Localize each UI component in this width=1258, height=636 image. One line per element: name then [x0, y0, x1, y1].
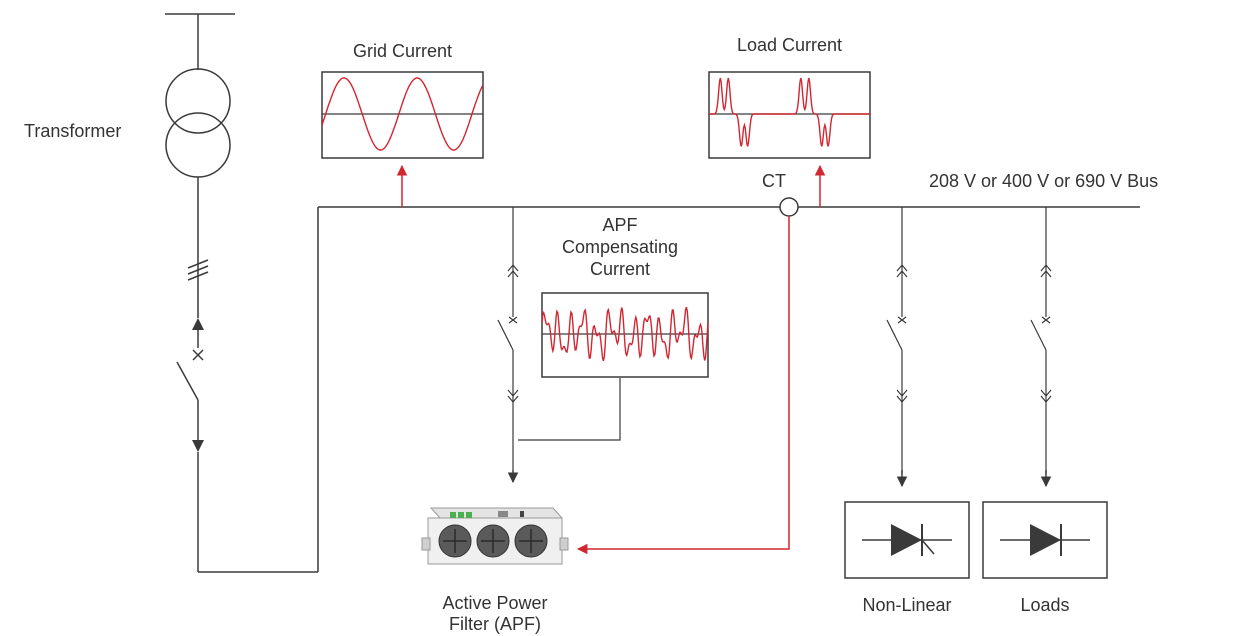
down-arrow-icon — [192, 440, 204, 452]
non-linear-feeder — [886, 207, 908, 474]
diode-icon — [1030, 524, 1061, 556]
thyristor-icon — [891, 524, 922, 556]
apf-label-line-2: Filter (APF) — [449, 614, 541, 634]
non-linear-label: Non-Linear — [862, 595, 952, 615]
up-arrow-icon — [192, 318, 204, 330]
ct-label: CT — [762, 171, 786, 191]
apf-current-scope — [541, 292, 709, 378]
current-transformer-icon — [779, 197, 799, 217]
load-current-scope — [708, 71, 871, 159]
loads-box — [982, 501, 1108, 579]
apf-compensating-line-2: Compensating — [561, 237, 679, 257]
transformer-primary-coil — [165, 68, 231, 134]
load-current-label: Load Current — [736, 35, 843, 55]
transformer-secondary-coil — [165, 112, 231, 178]
apf-label-line-1: Active Power — [442, 593, 548, 613]
bus-label: 208 V or 400 V or 690 V Bus — [929, 171, 1159, 191]
grid-current-scope — [321, 71, 484, 159]
apf-device-image — [421, 507, 569, 565]
apf-compensating-line-3: Current — [589, 259, 651, 279]
non-linear-load-box — [844, 501, 970, 579]
apf-feeder — [497, 207, 621, 470]
ct-signal-line — [576, 216, 790, 555]
transformer-branch — [165, 13, 319, 573]
apf-compensating-line-1: APF — [602, 215, 638, 235]
loads-feeder — [1030, 207, 1052, 474]
transformer-label: Transformer — [24, 121, 122, 141]
grid-current-label: Grid Current — [352, 41, 453, 61]
loads-label: Loads — [1020, 595, 1070, 615]
